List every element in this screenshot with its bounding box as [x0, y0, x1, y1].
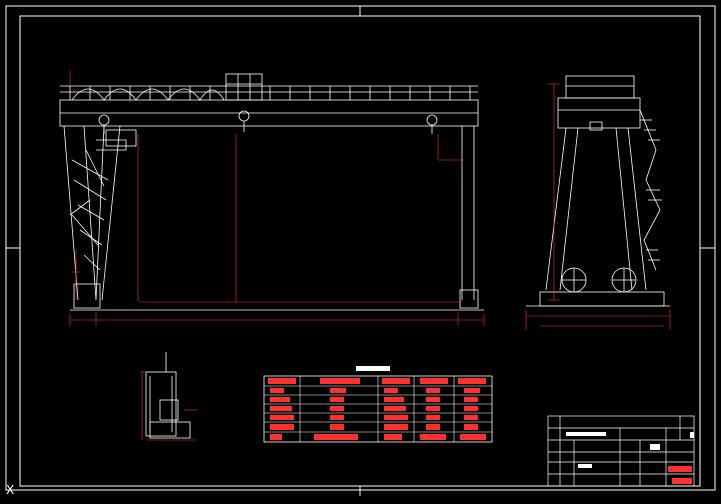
festoon-cable — [71, 88, 225, 101]
title-block — [547, 415, 695, 487]
hook-left — [98, 114, 110, 134]
side-trolley — [565, 75, 635, 99]
side-stair-steps — [640, 119, 662, 261]
left-leg-bracing — [71, 159, 109, 271]
corner-mark: X — [6, 483, 14, 497]
hook-center — [238, 110, 250, 132]
table-title-mark — [356, 366, 390, 371]
side-dimensions — [525, 83, 671, 330]
left-platform — [105, 129, 137, 147]
side-girder — [557, 97, 641, 129]
center-marks — [6, 6, 715, 496]
left-bogie — [73, 283, 101, 309]
right-leg — [461, 126, 475, 300]
left-ladder — [69, 139, 127, 246]
hook-right — [426, 114, 438, 134]
left-leg — [63, 125, 121, 301]
side-base-beam — [539, 291, 665, 307]
title-block-marks — [566, 432, 694, 468]
front-dimensions — [69, 70, 485, 326]
front-elevation — [59, 73, 484, 311]
title-block-red-marks — [668, 466, 692, 484]
top-railing-posts — [69, 86, 471, 100]
side-hook — [589, 121, 603, 131]
right-bogie — [459, 289, 479, 309]
drawing-frame — [19, 15, 701, 487]
detail-view — [145, 352, 191, 439]
trolley — [225, 73, 263, 101]
detail-dimensions — [140, 371, 198, 441]
table-cell-marks — [268, 378, 486, 440]
detail-outline — [145, 371, 177, 437]
side-stairs — [639, 109, 661, 271]
sheet-border-outer — [5, 5, 716, 491]
parameter-table — [263, 366, 493, 443]
side-legs — [545, 127, 647, 291]
side-elevation — [526, 75, 670, 307]
